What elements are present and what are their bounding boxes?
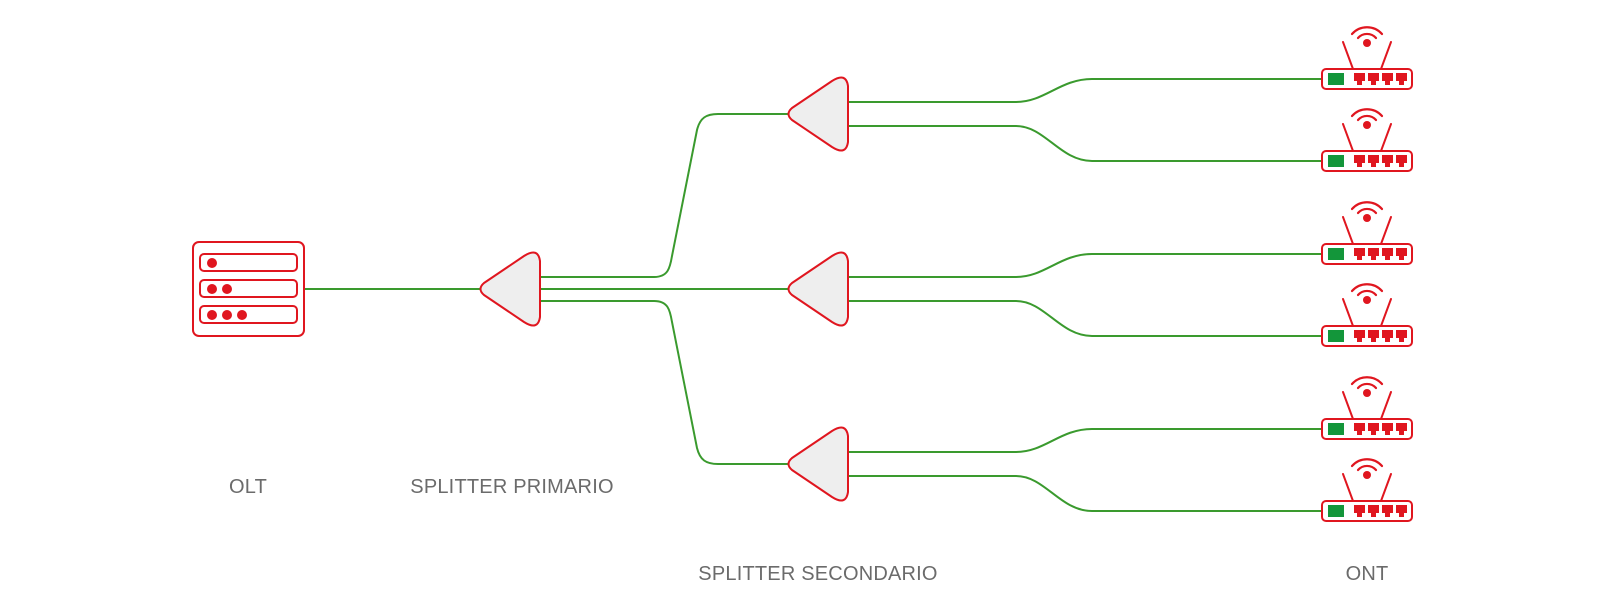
ethernet-port-icon	[1368, 330, 1379, 342]
fiber-port-icon	[1328, 155, 1344, 167]
wifi-dot-icon	[1363, 39, 1371, 47]
olt-slot-1	[199, 253, 298, 272]
wifi-dot-icon	[1363, 389, 1371, 397]
olt-label: OLT	[228, 476, 268, 498]
antenna-icon	[1380, 123, 1392, 152]
fiber-link	[848, 475, 1322, 512]
ethernet-port-icon	[1382, 330, 1393, 342]
splitter-triangle-icon	[787, 426, 849, 502]
wifi-signal-icon	[1350, 458, 1384, 468]
ethernet-port-icon	[1354, 505, 1365, 517]
ont-router	[1321, 283, 1413, 347]
ethernet-port-icon	[1368, 155, 1379, 167]
splitter-triangle-icon	[787, 251, 849, 327]
ethernet-port-icon	[1354, 73, 1365, 85]
fiber-port-icon	[1328, 73, 1344, 85]
antenna-icon	[1342, 298, 1354, 327]
wifi-signal-icon	[1350, 376, 1384, 386]
olt-led	[237, 310, 247, 320]
ont-devices	[1321, 26, 1413, 522]
wifi-signal-icon	[1350, 108, 1384, 118]
fiber-link	[848, 78, 1322, 103]
fiber-port-icon	[1328, 423, 1344, 435]
ethernet-port-icon	[1382, 248, 1393, 260]
secondary-splitter-label: SPLITTER SECONDARIO	[698, 563, 938, 585]
ethernet-port-icon	[1396, 248, 1407, 260]
ethernet-port-icon	[1382, 155, 1393, 167]
ethernet-port-icon	[1382, 423, 1393, 435]
ont-router	[1321, 201, 1413, 265]
ont-router	[1321, 108, 1413, 172]
wifi-signal-icon	[1356, 207, 1378, 215]
wifi-signal-icon	[1350, 283, 1384, 293]
olt-led	[207, 310, 217, 320]
ont-router	[1321, 26, 1413, 90]
antenna-icon	[1342, 216, 1354, 245]
ont-router	[1321, 458, 1413, 522]
wifi-signal-icon	[1350, 201, 1384, 211]
ethernet-port-icon	[1354, 330, 1365, 342]
olt-led	[207, 258, 217, 268]
ethernet-port-icon	[1368, 73, 1379, 85]
ont-router	[1321, 376, 1413, 440]
fiber-port-icon	[1328, 505, 1344, 517]
ethernet-port-icon	[1368, 248, 1379, 260]
ethernet-port-icon	[1382, 505, 1393, 517]
olt-led	[222, 284, 232, 294]
ethernet-port-icon	[1354, 248, 1365, 260]
ethernet-port-icon	[1396, 73, 1407, 85]
ethernet-port-icon	[1382, 73, 1393, 85]
antenna-icon	[1342, 391, 1354, 420]
fiber-link	[848, 300, 1322, 337]
splitter-triangle-icon	[787, 76, 849, 152]
wifi-signal-icon	[1356, 114, 1378, 122]
ethernet-port-icon	[1354, 423, 1365, 435]
antenna-icon	[1342, 473, 1354, 502]
wifi-signal-icon	[1356, 382, 1378, 390]
splitter-triangle-icon	[479, 251, 541, 327]
wifi-signal-icon	[1356, 32, 1378, 40]
ethernet-port-icon	[1354, 155, 1365, 167]
ethernet-port-icon	[1396, 505, 1407, 517]
ethernet-port-icon	[1368, 423, 1379, 435]
olt-device	[192, 241, 305, 337]
wifi-signal-icon	[1356, 289, 1378, 297]
antenna-icon	[1380, 473, 1392, 502]
ethernet-port-icon	[1396, 423, 1407, 435]
fiber-link	[540, 113, 788, 278]
ethernet-port-icon	[1396, 330, 1407, 342]
fiber-link	[540, 300, 788, 465]
antenna-icon	[1380, 391, 1392, 420]
olt-led	[207, 284, 217, 294]
fiber-link	[848, 125, 1322, 162]
ethernet-port-icon	[1368, 505, 1379, 517]
olt-led	[222, 310, 232, 320]
fiber-link	[848, 428, 1322, 453]
wifi-signal-icon	[1350, 26, 1384, 36]
wifi-dot-icon	[1363, 296, 1371, 304]
antenna-icon	[1342, 41, 1354, 70]
ethernet-port-icon	[1396, 155, 1407, 167]
antenna-icon	[1380, 216, 1392, 245]
antenna-icon	[1380, 298, 1392, 327]
antenna-icon	[1380, 41, 1392, 70]
wifi-dot-icon	[1363, 471, 1371, 479]
splitters	[479, 76, 849, 502]
fiber-links	[304, 78, 1322, 512]
primary-splitter-label: SPLITTER PRIMARIO	[410, 476, 614, 498]
wifi-dot-icon	[1363, 214, 1371, 222]
fiber-link	[848, 253, 1322, 278]
wifi-signal-icon	[1356, 464, 1378, 472]
wifi-dot-icon	[1363, 121, 1371, 129]
fiber-port-icon	[1328, 248, 1344, 260]
fiber-port-icon	[1328, 330, 1344, 342]
ont-label: ONT	[1345, 563, 1389, 585]
antenna-icon	[1342, 123, 1354, 152]
